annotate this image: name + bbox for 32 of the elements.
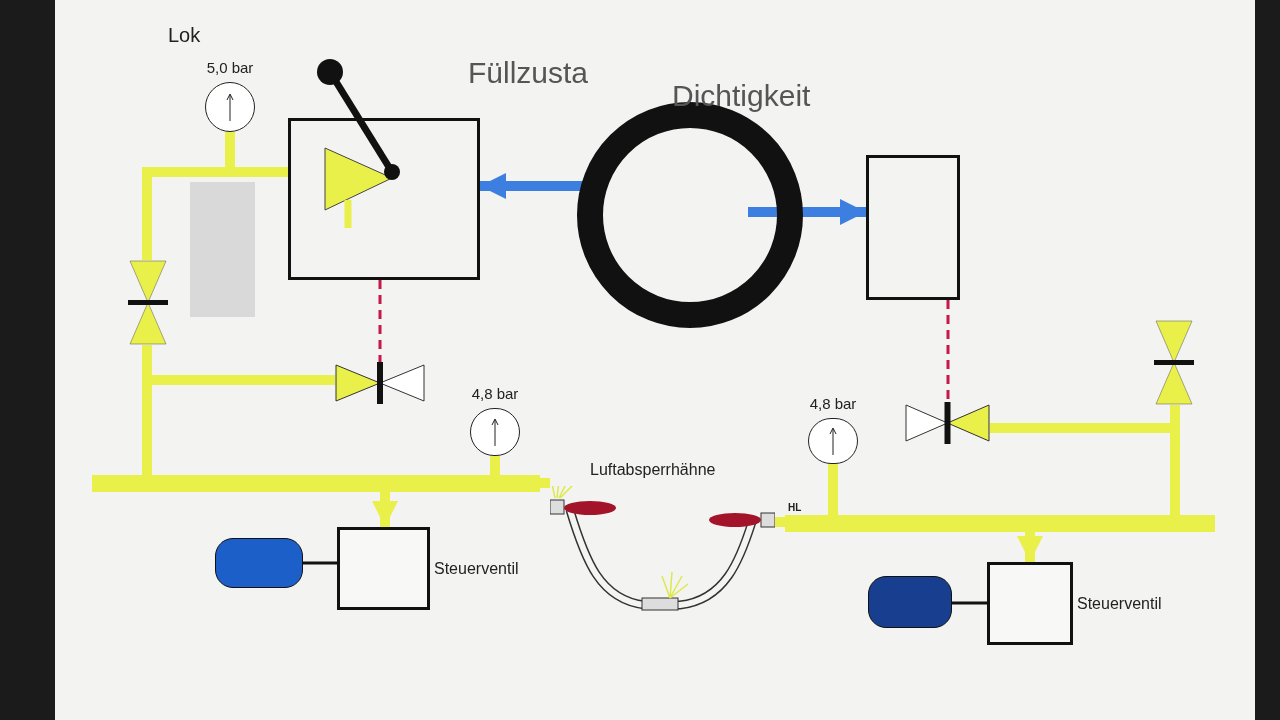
valve-symbol [128, 260, 168, 345]
air-pipe [490, 456, 500, 475]
brake-valve-box [288, 118, 480, 280]
air-pipe [828, 464, 838, 515]
valve-symbol [1154, 320, 1194, 405]
valve-label: Steuerventil [434, 558, 519, 579]
pressure-label: 4,8 bar [471, 384, 519, 404]
air-pipe [775, 517, 785, 527]
air-pipe [372, 492, 398, 527]
label-text: Füllzusta [468, 55, 589, 91]
connecting-line [303, 561, 337, 565]
valve-label: Steuerventil [1077, 593, 1162, 614]
linkage-line [378, 280, 382, 362]
arrow [480, 173, 585, 199]
valve-symbol [335, 362, 425, 404]
pressure-label: 4,8 bar [809, 394, 857, 414]
label-text: Dichtigkeit [672, 78, 811, 114]
valve-symbol [905, 402, 990, 444]
arrow [748, 199, 866, 225]
pressure-label: 5,0 bar [206, 58, 254, 78]
coupling-label: Luftabsperrhähne [590, 460, 716, 480]
air-reservoir [215, 538, 303, 588]
label-text: HL [788, 501, 802, 515]
brake-valve-box [866, 155, 960, 300]
linkage-line [946, 300, 950, 402]
air-pipe [540, 478, 550, 488]
connecting-line [952, 601, 987, 605]
air-pipe [1017, 532, 1043, 562]
label-text: Lok [168, 23, 201, 48]
air-reservoir [868, 576, 952, 628]
main-air-pipe [92, 475, 540, 492]
main-air-pipe [785, 515, 1215, 532]
